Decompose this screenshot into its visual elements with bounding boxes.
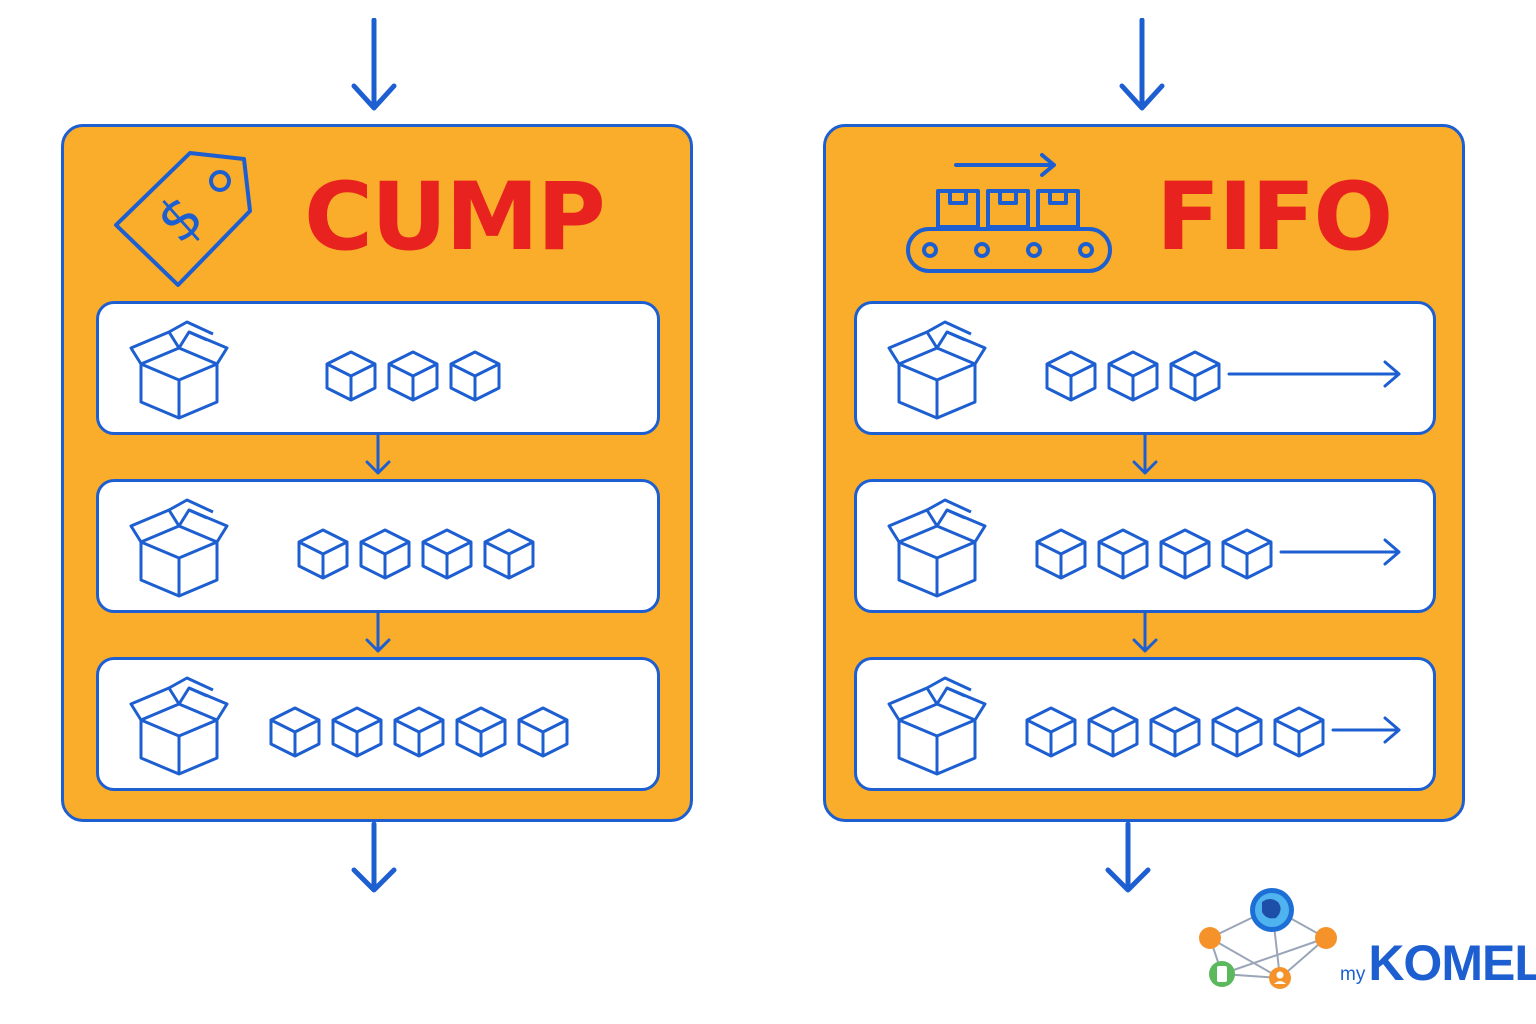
arrow-right-icon xyxy=(1279,538,1401,566)
price-tag-icon: $ xyxy=(114,151,252,287)
logo-wordmark: myKOMELA xyxy=(1340,934,1536,992)
logo-prefix: my xyxy=(1340,964,1366,985)
cube-icon xyxy=(1045,350,1097,402)
stock-row xyxy=(96,479,660,613)
cube-icon xyxy=(1273,706,1325,758)
cube-icon xyxy=(325,350,377,402)
cube-icon xyxy=(517,706,569,758)
cube-icon xyxy=(1159,528,1211,580)
open-box-icon xyxy=(129,320,229,420)
arrow-down-icon xyxy=(351,822,397,893)
fifo-panel: FIFO xyxy=(823,124,1465,822)
open-box-icon xyxy=(129,498,229,598)
stock-row xyxy=(854,479,1436,613)
stock-row xyxy=(96,657,660,791)
arrow-down-icon xyxy=(351,18,397,111)
stock-row xyxy=(854,301,1436,435)
cube-icon xyxy=(269,706,321,758)
panel-title: FIFO xyxy=(1156,163,1393,272)
stock-row xyxy=(96,301,660,435)
cube-icon xyxy=(393,706,445,758)
arrow-right-icon xyxy=(1331,716,1401,744)
cube-icon xyxy=(449,350,501,402)
panel-title: CUMP xyxy=(304,163,606,272)
cube-icon xyxy=(1221,528,1273,580)
cube-icon xyxy=(387,350,439,402)
cube-icon xyxy=(1087,706,1139,758)
arrow-down-icon xyxy=(365,611,391,653)
cube-icon xyxy=(1169,350,1221,402)
arrow-right-icon xyxy=(1227,360,1401,388)
arrow-down-icon xyxy=(1119,18,1165,111)
cube-icon xyxy=(1149,706,1201,758)
cube-icon xyxy=(331,706,383,758)
cube-icon xyxy=(359,528,411,580)
cube-icon xyxy=(455,706,507,758)
cube-icon xyxy=(1097,528,1149,580)
komela-logo xyxy=(1199,888,1337,989)
stock-row xyxy=(854,657,1436,791)
open-box-icon xyxy=(887,676,987,776)
conveyor-belt-icon xyxy=(906,153,1112,273)
open-box-icon xyxy=(129,676,229,776)
arrow-down-icon xyxy=(365,433,391,475)
cube-icon xyxy=(1035,528,1087,580)
logo-name: KOMELA xyxy=(1368,935,1536,991)
open-box-icon xyxy=(887,498,987,598)
arrow-down-icon xyxy=(1132,611,1158,653)
cube-icon xyxy=(1025,706,1077,758)
cube-icon xyxy=(1211,706,1263,758)
cube-icon xyxy=(421,528,473,580)
cump-panel: $ CUMP xyxy=(61,124,693,822)
cube-icon xyxy=(297,528,349,580)
arrow-down-icon xyxy=(1105,822,1151,893)
arrow-down-icon xyxy=(1132,433,1158,475)
cube-icon xyxy=(483,528,535,580)
svg-text:$: $ xyxy=(143,181,216,256)
open-box-icon xyxy=(887,320,987,420)
cube-icon xyxy=(1107,350,1159,402)
